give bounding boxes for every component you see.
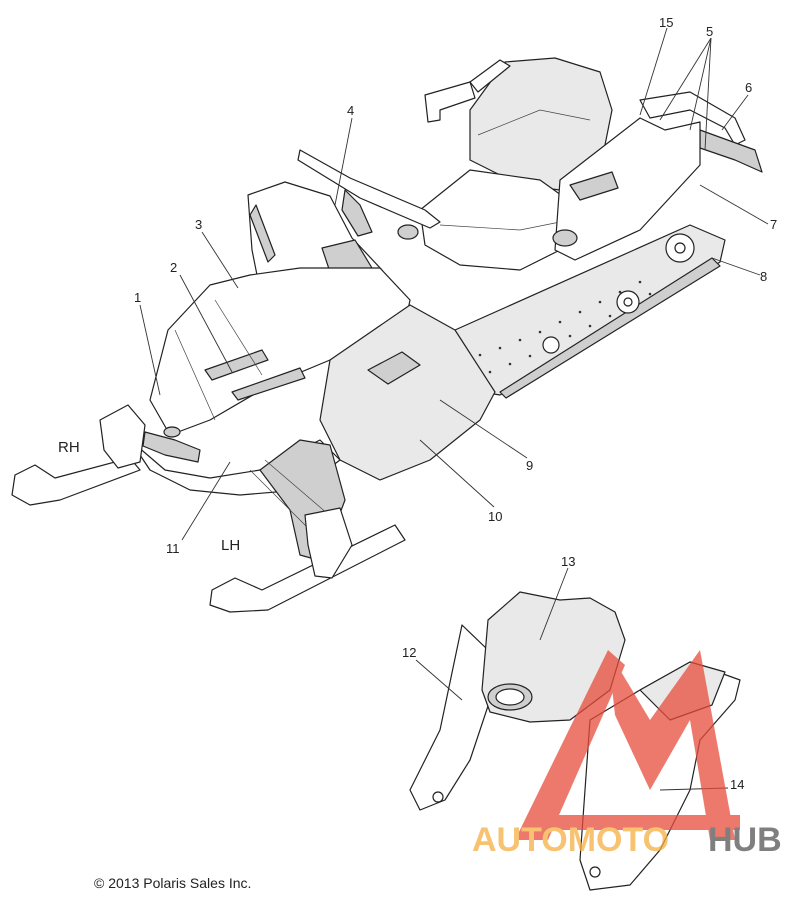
- fastener: [589, 866, 601, 878]
- callout-1: 1: [134, 290, 141, 305]
- callout-7: 7: [770, 217, 777, 232]
- hood-line: [174, 329, 216, 421]
- label-rh: RH: [58, 439, 80, 456]
- headlight: [163, 426, 181, 438]
- ski-left: [209, 524, 406, 613]
- a-arm: [264, 459, 336, 521]
- callout-9: 9: [526, 458, 533, 473]
- fuel-cap-front: [397, 224, 419, 240]
- grab-handle: [424, 81, 476, 123]
- hood-stripe: [231, 367, 306, 401]
- callout-2: 2: [170, 260, 177, 275]
- watermark-logo: [515, 650, 740, 840]
- windshield-trim: [249, 204, 276, 263]
- fuel-cap: [552, 229, 578, 247]
- leader-lines: [139, 27, 769, 791]
- callout-3: 3: [195, 217, 202, 232]
- logo-stroke: [608, 650, 735, 840]
- callout-4: 4: [347, 103, 354, 118]
- ski-right-spindle: [99, 404, 146, 469]
- seat-seam: [477, 109, 591, 136]
- handlebar: [297, 149, 441, 229]
- side-panel-left: [409, 624, 491, 811]
- fastener: [432, 791, 444, 803]
- hood-stripe: [204, 349, 269, 381]
- handlebar-riser: [341, 189, 373, 237]
- label-lh: LH: [221, 537, 240, 554]
- hood-side-panel: [319, 304, 496, 481]
- logo-stroke: [530, 815, 740, 830]
- hood-vent: [367, 351, 421, 385]
- copyright-text: © 2013 Polaris Sales Inc.: [94, 875, 251, 891]
- wheel-hub: [623, 297, 633, 307]
- callout-12: 12: [402, 645, 416, 660]
- wheel-hub: [674, 242, 686, 254]
- side-panel-rear: [554, 117, 701, 261]
- hood-line: [214, 299, 263, 376]
- gauge-ring: [495, 688, 525, 706]
- snowmobile-drawing: [11, 57, 763, 613]
- ski-right: [11, 457, 141, 506]
- callout-11: 11: [166, 541, 180, 556]
- logo-stroke: [515, 650, 625, 840]
- callout-14: 14: [730, 777, 744, 792]
- callout-labels: 1 2 3 4 5 6 7 8 9 10 11 12 13 14 15: [134, 15, 777, 792]
- mid-wheel: [542, 336, 560, 354]
- rail-strip: [499, 257, 721, 399]
- callout-15: 15: [659, 15, 673, 30]
- watermark-text-automoto: AUTOMOTO: [472, 821, 669, 859]
- callout-10: 10: [488, 509, 502, 524]
- callout-6: 6: [745, 80, 752, 95]
- side-bag: [569, 171, 619, 201]
- seat-rail: [469, 59, 511, 93]
- headlight-bezel: [142, 431, 201, 463]
- callout-5: 5: [706, 24, 713, 39]
- ski-left-spindle: [304, 507, 353, 579]
- watermark: AUTOMOTO HUB: [472, 650, 782, 859]
- callout-13: 13: [561, 554, 575, 569]
- callout-8: 8: [760, 269, 767, 284]
- seat-seam: [439, 221, 561, 231]
- seat-backrest: [469, 57, 613, 191]
- watermark-text-hub: HUB: [708, 821, 782, 859]
